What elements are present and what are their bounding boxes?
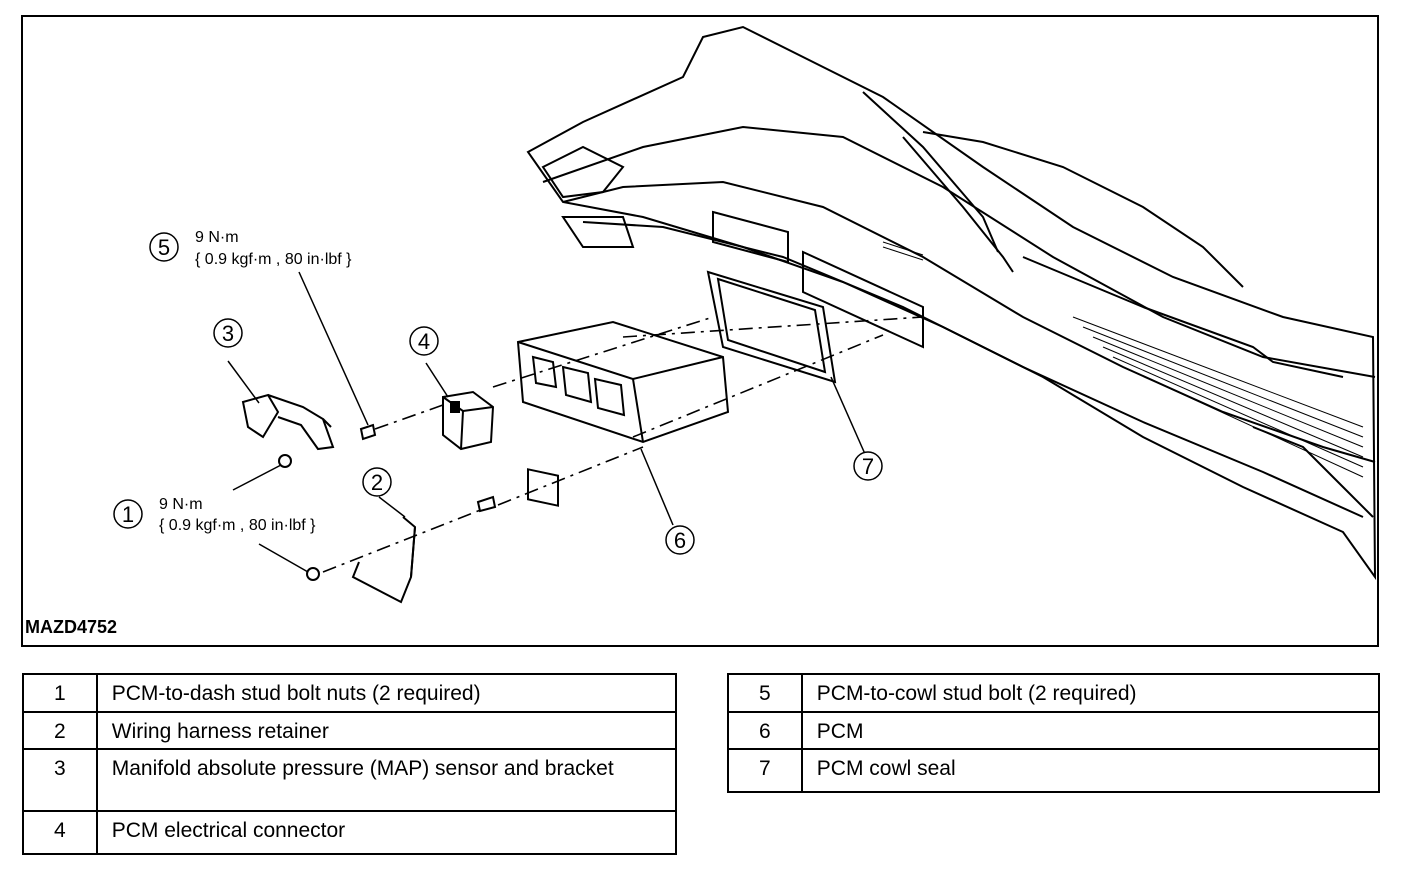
svg-text:2: 2 [371,470,383,495]
legend-num: 2 [22,711,98,750]
legend-num: 7 [727,748,803,793]
callout-1-torque-kgf: { 0.9 kgf·m , 80 in·lbf } [159,517,316,534]
svg-text:5: 5 [158,235,170,260]
callout-7: 7 [853,451,883,481]
table-row: 5 PCM-to-cowl stud bolt (2 required) [727,673,1381,713]
table-row: 7 PCM cowl seal [727,748,1381,793]
callout-4: 4 [409,326,439,356]
legend-desc: PCM electrical connector [95,810,678,855]
fasteners [278,423,497,581]
legend-desc: Wiring harness retainer [95,711,678,750]
legend-num: 6 [727,711,803,750]
exploded-view-drawing: 1 9 N·m { 0.9 kgf·m , 80 in·lbf } 2 3 4 … [25,25,1377,637]
legend-table-left: 1 PCM-to-dash stud bolt nuts (2 required… [22,673,678,855]
callout-5-torque-nm: 9 N·m [195,229,239,246]
wiring-harness-retainer [351,516,417,604]
legend-table-right: 5 PCM-to-cowl stud bolt (2 required) 6 P… [727,673,1381,793]
svg-text:1: 1 [122,502,134,527]
callout-5: 5 9 N·m { 0.9 kgf·m , 80 in·lbf } [149,229,352,268]
table-row: 1 PCM-to-dash stud bolt nuts (2 required… [22,673,678,713]
table-row: 4 PCM electrical connector [22,810,678,855]
cowl-panel [526,25,1377,581]
legend-desc: PCM [800,711,1381,750]
svg-text:4: 4 [418,329,430,354]
table-row: 2 Wiring harness retainer [22,711,678,750]
callout-1-torque-nm: 9 N·m [159,496,203,513]
callout-5-torque-kgf: { 0.9 kgf·m , 80 in·lbf } [195,251,352,268]
figure-code: MAZD4752 [25,617,117,637]
cowl-grille-hatch [882,241,1364,478]
legend-desc: PCM cowl seal [800,748,1381,793]
svg-text:7: 7 [862,454,874,479]
legend-num: 4 [22,810,98,855]
table-row: 6 PCM [727,711,1381,750]
legend-desc: Manifold absolute pressure (MAP) sensor … [95,748,678,812]
diagram-figure: 1 9 N·m { 0.9 kgf·m , 80 in·lbf } 2 3 4 … [21,15,1379,647]
callout-2: 2 [362,467,392,497]
pcm-cowl-seal [706,270,837,384]
legend-num: 3 [22,748,98,812]
table-row: 3 Manifold absolute pressure (MAP) senso… [22,748,678,812]
legend-num: 5 [727,673,803,713]
legend-desc: PCM-to-dash stud bolt nuts (2 required) [95,673,678,713]
map-sensor-bracket [241,393,335,451]
legend-desc: PCM-to-cowl stud bolt (2 required) [800,673,1381,713]
legend-num: 1 [22,673,98,713]
pcm-electrical-connector [442,390,495,451]
svg-text:6: 6 [674,528,686,553]
assembly-lines [322,316,924,573]
svg-text:3: 3 [222,321,234,346]
callout-6: 6 [665,525,695,555]
pcm-module [516,320,730,507]
leader-lines [227,271,866,573]
callout-1: 1 9 N·m { 0.9 kgf·m , 80 in·lbf } [113,496,316,534]
callout-3: 3 [213,318,243,348]
